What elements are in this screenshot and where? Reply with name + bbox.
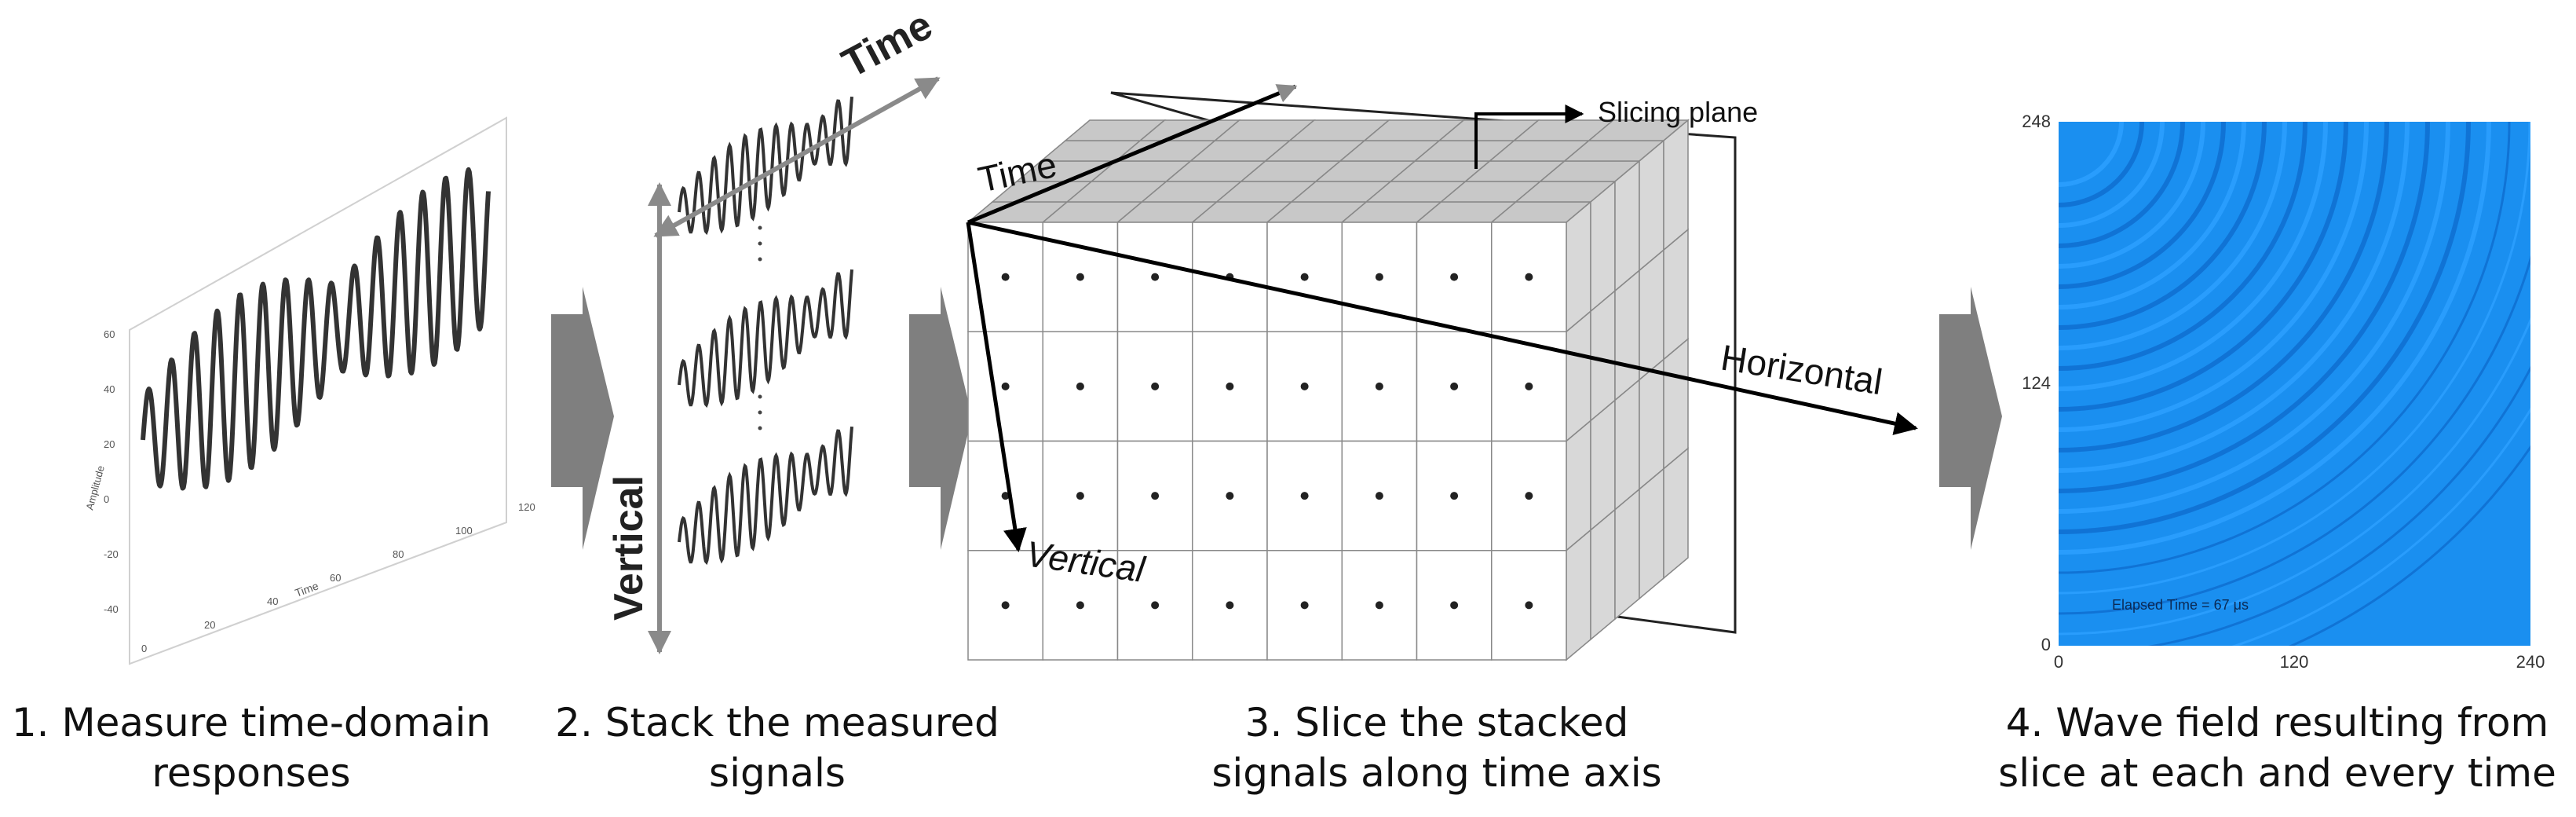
signal-waveform <box>141 167 491 491</box>
plot-x-tick: 20 <box>204 619 215 631</box>
caption-step-3: 3. Slice the stacked signals along time … <box>1211 700 1662 796</box>
plot-y-tick: -20 <box>104 548 119 560</box>
vertical-axis-label: Vertical <box>606 475 652 621</box>
plot-y-tick: 40 <box>104 383 115 395</box>
measurement-point <box>1001 273 1010 281</box>
time-axis-arrow <box>967 84 1298 225</box>
field-x-tick: 240 <box>2516 652 2545 672</box>
measurement-point <box>1226 492 1234 500</box>
elapsed-time-overlay: Elapsed Time = 67 μs <box>2112 597 2249 613</box>
horizontal-axis-arrow <box>967 220 1918 435</box>
measurement-point <box>1450 492 1459 500</box>
measurement-point <box>1525 382 1533 390</box>
cube-side-cell <box>1639 467 1664 600</box>
time-axis-arrow <box>653 76 941 238</box>
plot-x-tick: 60 <box>330 572 341 584</box>
field-x-tick: 0 <box>2054 652 2063 672</box>
plot-y-tick: 0 <box>104 493 109 505</box>
measurement-point <box>1525 601 1533 610</box>
cube-side-cell <box>1566 529 1591 661</box>
measurement-point <box>1450 273 1459 281</box>
measurement-point <box>1076 601 1084 610</box>
measurement-point <box>1001 382 1010 390</box>
cube-side-cell <box>1639 139 1664 272</box>
plot-x-tick: 120 <box>518 501 535 513</box>
measurement-point <box>1076 382 1084 390</box>
measurement-point <box>1375 601 1383 610</box>
plot-y-tick: 20 <box>104 438 115 450</box>
plot-x-tick: 80 <box>393 548 404 560</box>
measurement-point <box>1375 273 1383 281</box>
caption-step-4: 4. Wave field resulting from slice at ea… <box>1998 700 2556 796</box>
measurement-point <box>1151 492 1160 500</box>
measurement-point <box>1450 601 1459 610</box>
measurement-point <box>1525 273 1533 281</box>
cube-side-cell <box>1566 200 1591 333</box>
measurement-point <box>1076 492 1084 500</box>
measurement-point <box>1226 601 1234 610</box>
measurement-point <box>1300 273 1309 281</box>
caption-step-1: 1. Measure time-domain responses <box>11 700 491 796</box>
cube-side-cell <box>1590 508 1616 641</box>
measurement-point <box>1300 382 1309 390</box>
slicing-plane-callout <box>1474 104 1584 169</box>
cube-side-cell <box>1590 398 1616 532</box>
cube-side-cell <box>1614 269 1640 402</box>
plot-y-tick: 60 <box>104 328 115 340</box>
cube-side-cell <box>1614 378 1640 511</box>
plot-x-tick: 40 <box>267 595 278 607</box>
process-arrow-2 <box>909 287 972 550</box>
slicing-plane-label: Slicing plane <box>1598 96 1758 128</box>
cube-side-cell <box>1590 180 1616 313</box>
measurement-point <box>1450 382 1459 390</box>
field-y-tick: 0 <box>2041 635 2051 654</box>
cube-side-cell <box>1614 488 1640 621</box>
measurement-point <box>1151 601 1160 610</box>
cube-side-cell <box>1663 119 1689 251</box>
field-x-tick: 120 <box>2280 652 2309 672</box>
cube-side-cell <box>1663 337 1689 471</box>
measurement-point <box>1001 601 1010 610</box>
caption-step-2: 2. Stack the measured signals <box>555 700 999 796</box>
plot-x-tick: 0 <box>141 643 147 654</box>
cube-side-cell <box>1566 419 1591 552</box>
stacked-signals: Time Vertical <box>606 2 941 654</box>
measurement-point <box>1375 492 1383 500</box>
cube-side-cell <box>1639 357 1664 491</box>
cube-side-cell <box>1663 228 1689 361</box>
cube-side-cell <box>1614 159 1640 292</box>
plot-y-tick: -40 <box>104 603 119 615</box>
measurement-point <box>1300 601 1309 610</box>
field-y-tick: 248 <box>2022 112 2051 131</box>
measurement-point <box>1001 492 1010 500</box>
time-axis-label: Time <box>835 2 940 87</box>
field-y-tick: 124 <box>2022 373 2051 393</box>
process-arrow-1 <box>551 287 614 550</box>
measurement-point <box>1300 492 1309 500</box>
measurement-point <box>1151 382 1160 390</box>
cube-side-cell <box>1590 289 1616 423</box>
wave-field-image <box>2059 122 2530 646</box>
measurement-point <box>1076 273 1084 281</box>
measurement-point <box>1375 382 1383 390</box>
cube-side-cell <box>1566 310 1591 443</box>
cube-side-cell <box>1663 447 1689 580</box>
slicing-cube-diagram: Time Horizontal Vertical Slicing plane <box>966 84 1918 661</box>
cube-side-cell <box>1639 248 1664 382</box>
process-arrow-3 <box>1939 287 2002 550</box>
measurement-point <box>1226 382 1234 390</box>
measurement-point <box>1525 492 1533 500</box>
measurement-point <box>1151 273 1160 281</box>
vertical-axis-arrow <box>966 222 1027 552</box>
plot-x-tick: 100 <box>455 525 473 537</box>
wave-field-plot: Elapsed Time = 67 μs 248 124 0 0 120 240 <box>2022 112 2545 672</box>
